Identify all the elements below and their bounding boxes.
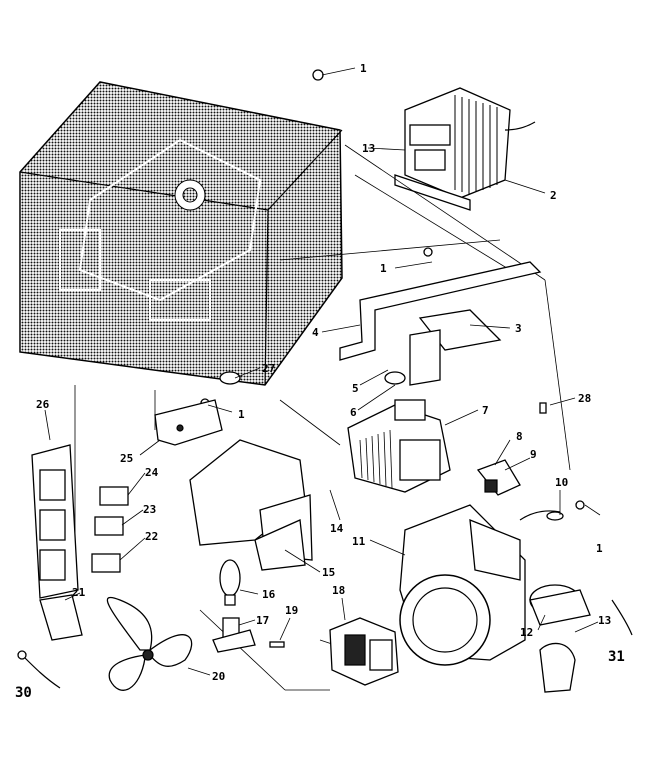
screw-1-mid: [423, 247, 433, 257]
screw-28: [539, 402, 547, 414]
diode-wire: [611, 599, 633, 636]
screw-19: [269, 641, 285, 648]
switch-24: [99, 486, 129, 506]
label-10: 10: [555, 476, 568, 489]
label-17: 17: [256, 614, 269, 627]
label-7: 7: [482, 404, 489, 417]
label-27: 27: [262, 362, 275, 375]
label-2: 2: [550, 189, 557, 202]
label-1: 1: [360, 62, 367, 75]
label-9: 9: [530, 448, 537, 461]
screw-1-top: [312, 69, 324, 81]
label-1: 1: [238, 408, 245, 421]
part-labels: 1 2 13 1 3 4 5 6 7 8 9 28 27 1 26 25 24 …: [15, 62, 625, 701]
label-18: 18: [332, 584, 345, 597]
label-28: 28: [578, 392, 591, 405]
label-11: 11: [352, 535, 366, 548]
label-1: 1: [596, 542, 603, 555]
label-20: 20: [212, 670, 225, 683]
screw-1-right: [575, 500, 585, 510]
high-voltage-transformer: [394, 87, 536, 211]
label-16: 16: [262, 588, 276, 601]
mounting-bracket: [339, 261, 542, 361]
label-4: 4: [312, 326, 319, 339]
switch-23: [94, 516, 124, 536]
label-21: 21: [72, 586, 86, 599]
ground-wire: [17, 650, 61, 689]
label-12: 12: [520, 626, 533, 639]
label-24: 24: [145, 466, 159, 479]
oven-cavity: [19, 81, 343, 386]
fuse-holder: [476, 459, 521, 496]
oven-lamp: [219, 559, 241, 606]
fan-housing: [399, 504, 526, 666]
switch-holder: [31, 444, 79, 599]
label-22: 22: [145, 530, 158, 543]
fan-blade: [106, 596, 193, 691]
magnetron: [347, 399, 451, 493]
label-15: 15: [322, 566, 335, 579]
label-19: 19: [285, 604, 298, 617]
fan-motor: [329, 617, 399, 686]
label-6: 6: [350, 406, 357, 419]
latch-lever: [39, 594, 83, 641]
label-26: 26: [36, 398, 50, 411]
label-13: 13: [362, 142, 375, 155]
label-1: 1: [380, 262, 387, 275]
lamp-socket: [212, 617, 256, 653]
label-13: 13: [598, 614, 611, 627]
switch-22: [91, 553, 121, 573]
capacitor-bracket: [539, 642, 576, 693]
label-31: 31: [608, 649, 625, 665]
label-30: 30: [15, 685, 32, 701]
shield-plate: [409, 309, 502, 386]
label-3: 3: [515, 322, 522, 335]
label-14: 14: [330, 522, 344, 535]
label-5: 5: [352, 382, 359, 395]
door-switch-screw: [219, 371, 241, 385]
capacitor: [529, 584, 591, 626]
label-8: 8: [516, 430, 523, 443]
thermal-cutout: [384, 371, 406, 385]
label-23: 23: [143, 503, 156, 516]
leader-lines: [44, 67, 601, 676]
air-duct: [189, 439, 313, 571]
interlock-bracket: [154, 399, 223, 446]
label-25: 25: [120, 452, 133, 465]
wire-clip: [519, 510, 564, 521]
